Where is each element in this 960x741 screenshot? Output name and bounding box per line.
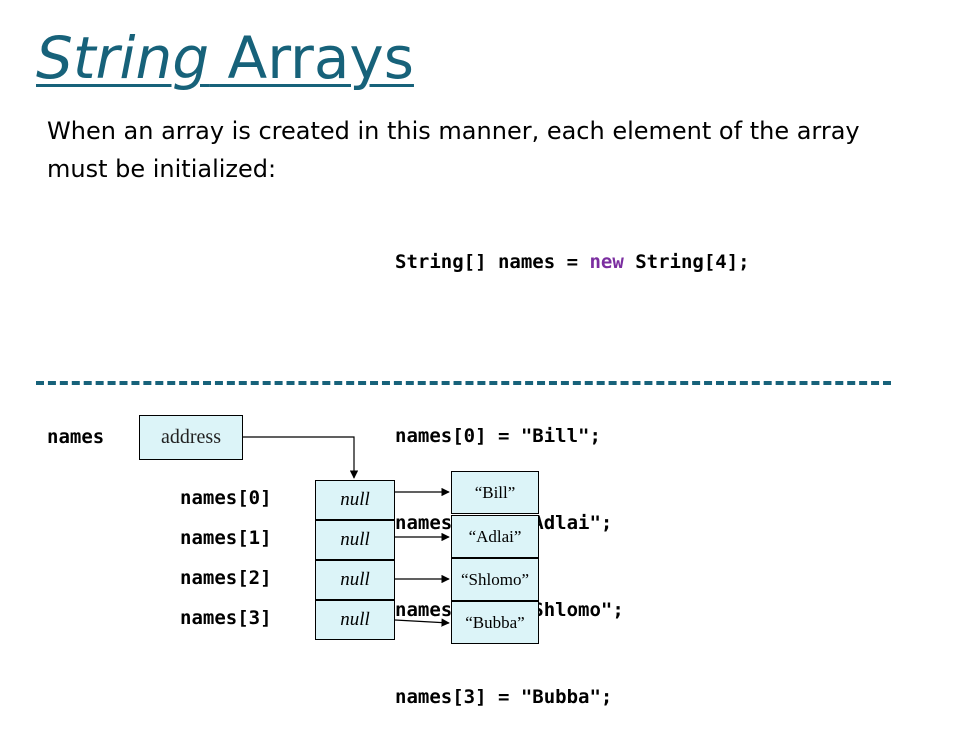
array-cell: null	[315, 480, 395, 520]
address-box: address	[139, 415, 243, 460]
code-assignment: names[0] = "Bill";	[395, 425, 601, 447]
string-object: “Bill”	[451, 471, 539, 514]
intro-text: When an array is created in this manner,…	[47, 117, 860, 183]
string-object: “Adlai”	[451, 515, 539, 558]
page-title: String Arrays	[36, 18, 414, 98]
index-label: names[1]	[180, 527, 272, 549]
pointer-arrow-3	[394, 618, 450, 627]
code-assignment: names[3] = "Bubba";	[395, 686, 613, 708]
title-rest: Arrays	[209, 24, 414, 92]
code-decl-after: String[4];	[623, 251, 750, 273]
address-pointer-arrow	[243, 436, 359, 479]
dashed-divider	[36, 381, 891, 385]
index-label: names[3]	[180, 607, 272, 629]
string-object: “Shlomo”	[451, 558, 539, 601]
array-cell: null	[315, 520, 395, 560]
array-cell: null	[315, 560, 395, 600]
index-label: names[0]	[180, 487, 272, 509]
title-italic: String	[36, 24, 210, 92]
code-decl-before: String[] names =	[395, 251, 590, 273]
array-cell: null	[315, 600, 395, 640]
code-declaration: String[] names = new String[4];	[395, 248, 750, 277]
code-keyword-new: new	[589, 251, 624, 273]
string-object: “Bubba”	[451, 601, 539, 644]
diagram-arrows	[243, 436, 450, 627]
index-label: names[2]	[180, 567, 272, 589]
variable-label: names	[47, 426, 105, 448]
